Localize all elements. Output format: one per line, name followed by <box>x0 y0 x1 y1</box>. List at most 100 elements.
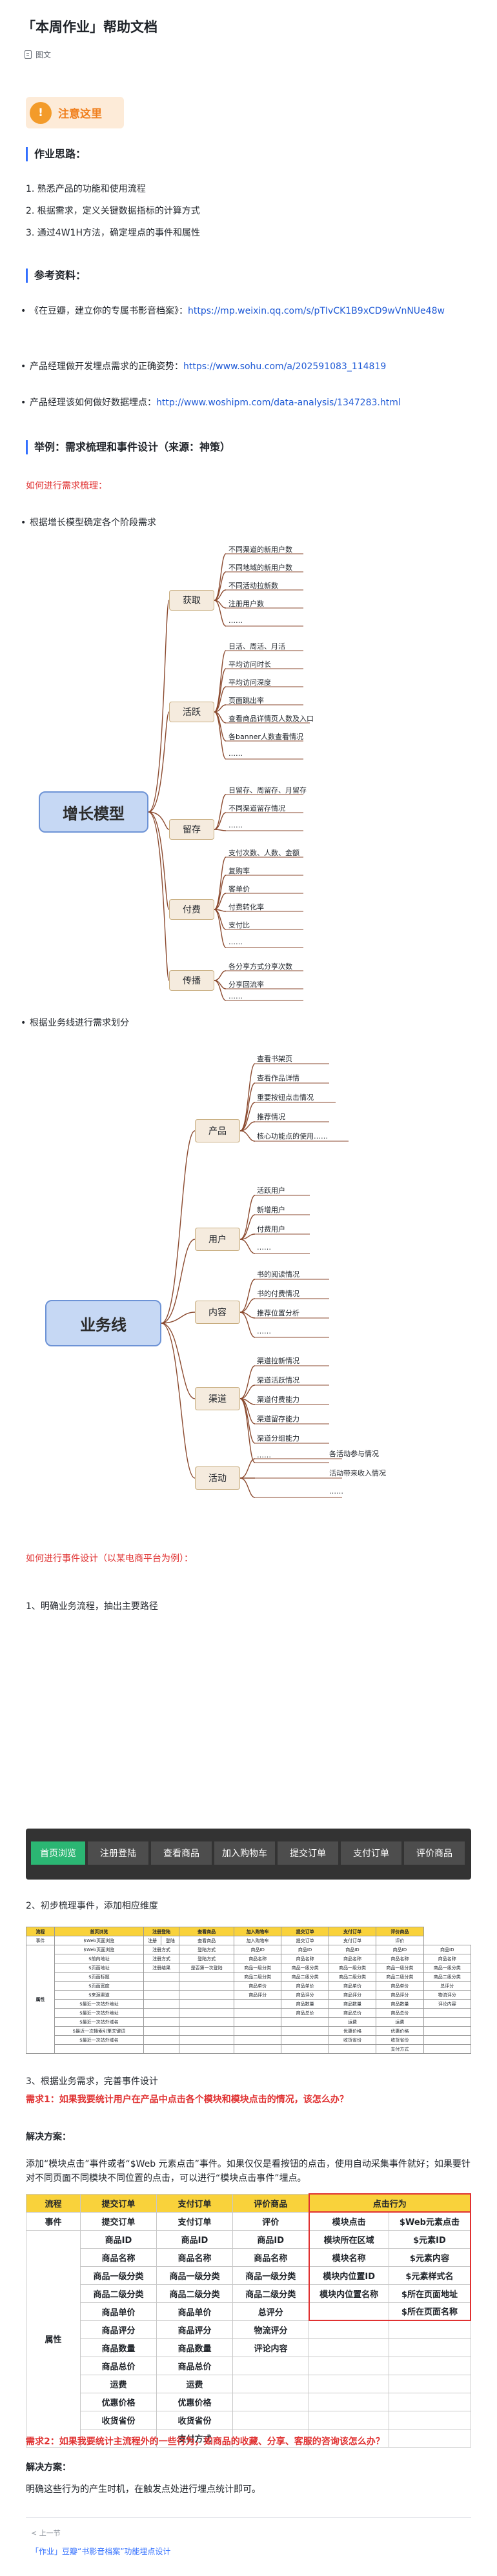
solution-2-label: 解决方案： <box>26 2462 71 2473</box>
table-row: 商品总价商品总价 <box>26 2356 471 2375</box>
table-cell: 商品一级分类 <box>281 1963 329 1973</box>
mindmap-leaf: …… <box>257 1327 271 1335</box>
table-cell: 商品名称 <box>232 2247 309 2267</box>
table-row: 事件 提交订单 支付订单 评价 模块点击 $Web元素点击 <box>26 2211 471 2231</box>
table-header-cell: 点击行为 <box>308 2193 471 2213</box>
table-header-cell: 首页浏览 <box>54 1927 144 1936</box>
reference-item: 《在豆瓣，建立你的专属书影音档案》：https://mp.weixin.qq.c… <box>21 303 475 319</box>
table-cell: 商品数量 <box>156 2338 233 2357</box>
reference-link[interactable]: https://www.sohu.com/a/202591083_114819 <box>183 361 387 372</box>
doc-type-label: 图文 <box>36 50 52 59</box>
table-cell: 商品评分 <box>156 2320 233 2339</box>
flow-step: 注册登陆 <box>88 1841 148 1865</box>
prev-nav-label[interactable]: < 上一节 <box>31 2529 61 2537</box>
table-row: $最近一次站外地址商品总价商品总价商品总价 <box>26 2008 472 2018</box>
table-cell: 总评分 <box>232 2302 309 2321</box>
mindmap-leaf: …… <box>228 821 243 829</box>
table-cell: 商品ID <box>281 1945 329 1954</box>
table-cell: 加入购物车 <box>233 1936 282 1945</box>
mindmap-leaf: 书的阅读情况 <box>257 1270 299 1279</box>
table-row: 商品评分商品评分物流评分 <box>26 2320 471 2339</box>
mindmap-branch: 活跃 <box>169 702 214 722</box>
table-header-row: 流程 提交订单 支付订单 评价商品 点击行为 <box>26 2193 471 2213</box>
table-cell: 商品名称 <box>328 1954 377 1963</box>
table-cell: 商品二级分类 <box>328 1972 377 1982</box>
table-cell: 商品名称 <box>156 2247 233 2267</box>
table-cell: 商品评分 <box>281 1990 329 2000</box>
table-cell <box>233 2017 282 2027</box>
reference-link[interactable]: http://www.woshipm.com/data-analysis/134… <box>156 398 401 408</box>
mindmap-branch: 获取 <box>169 590 214 611</box>
mindmap-leaf: …… <box>228 992 243 1000</box>
mindmap-leaf: 重要按钮点击情况 <box>257 1093 314 1102</box>
section-heading-thinking: 作业思路： <box>26 147 86 161</box>
table-cell: 商品二级分类 <box>156 2284 233 2303</box>
prev-lesson-link[interactable]: 「作业」豆瓣“书影音档案”功能埋点设计 <box>31 2547 171 2556</box>
mindmap-leaf: …… <box>228 938 243 946</box>
table-cell: 收货省份 <box>80 2410 157 2429</box>
reference-link[interactable]: https://mp.weixin.qq.com/s/pTIvCK1B9xCD9… <box>188 306 445 316</box>
table-row: $页面标题商品二级分类商品二级分类商品二级分类商品二级分类商品二级分类 <box>26 1972 472 1982</box>
mindmap-branch: 传播 <box>169 970 214 991</box>
table-header-cell: 支付订单 <box>156 2193 233 2213</box>
mindmap-leaf: 书的付费情况 <box>257 1290 299 1298</box>
mindmap-leaf: 渠道付费能力 <box>257 1395 299 1404</box>
table-header-cell: 评价商品 <box>376 1927 424 1936</box>
mindmap-leaf: 日活、周活、月活 <box>228 642 285 651</box>
table-cell <box>388 2428 471 2448</box>
table-cell <box>309 2392 389 2411</box>
table-cell: 商品一级分类 <box>232 2266 309 2285</box>
table-cell: 注册 <box>143 1936 162 1945</box>
table-cell <box>233 2035 282 2045</box>
table-cell: 商品单价 <box>281 1981 329 1991</box>
table-cell: 商品ID <box>376 1945 424 1954</box>
table-cell <box>179 1972 234 1982</box>
table-row: 商品数量商品数量评论内容 <box>26 2338 471 2357</box>
table-cell: 商品单价 <box>80 2302 157 2321</box>
table-cell: 商品二级分类 <box>376 1972 424 1982</box>
table-cell: $Web元素点击 <box>388 2211 471 2231</box>
table-cell <box>143 2008 180 2018</box>
mindmap-leaf: 查看书架页 <box>257 1055 292 1063</box>
mindmap-leaf: 不同渠道的新用户数 <box>228 545 292 554</box>
table-cell: 收货省份 <box>328 2035 377 2045</box>
table-cell: 运费 <box>376 2017 424 2027</box>
table-cell <box>232 2428 309 2448</box>
table-cell: 商品评分 <box>328 1990 377 2000</box>
table-cell: 运费 <box>156 2374 233 2393</box>
how-to-sort-heading: 如何进行需求梳理： <box>26 481 107 491</box>
mindmap-leaf: 分享回流率 <box>228 980 264 989</box>
table-cell: $Web页面浏览 <box>54 1936 144 1945</box>
step-2: 2、初步梳理事件，添加相应维度 <box>26 1901 158 1911</box>
table-row: $来源渠道商品评分商品评分商品评分商品评分物流评分 <box>26 1990 472 2000</box>
table-cell <box>309 2410 389 2429</box>
footer-divider <box>26 2517 471 2518</box>
table-cell: 注册方式 <box>143 1945 180 1954</box>
table-cell: 物流评分 <box>232 2320 309 2339</box>
table-row: 优惠价格优惠价格 <box>26 2392 471 2411</box>
thinking-item: 1. 熟悉产品的功能和使用流程 <box>26 184 146 194</box>
table-cell: 商品单价 <box>328 1981 377 1991</box>
table-cell <box>232 2410 309 2429</box>
mindmap-leaf: 不同渠道留存情况 <box>228 804 285 813</box>
table-cell: 商品一级分类 <box>328 1963 377 1973</box>
table-header-cell: 提交订单 <box>80 2193 157 2213</box>
table-cell: 提交订单 <box>80 2211 157 2231</box>
table-cell: $所在页面地址 <box>388 2284 471 2303</box>
table-row: 运费运费 <box>26 2374 471 2393</box>
table-cell <box>388 2320 471 2339</box>
table-row: 收货省份收货省份 <box>26 2410 471 2429</box>
table-cell: 支付方式 <box>156 2428 233 2448</box>
table-cell: 商品总价 <box>281 2008 329 2018</box>
thinking-item: 3. 通过4W1H方法，确定埋点的事件和属性 <box>26 228 200 238</box>
table-cell: $元素内容 <box>388 2247 471 2267</box>
table-cell: 收货省份 <box>376 2035 424 2045</box>
mindmap-branch: 产品 <box>195 1119 240 1142</box>
table-cell: 商品二级分类 <box>281 1972 329 1982</box>
table-cell: 商品数量 <box>376 1999 424 2009</box>
table-cell: 物流评分 <box>423 1990 472 2000</box>
table-cell <box>233 2008 282 2018</box>
